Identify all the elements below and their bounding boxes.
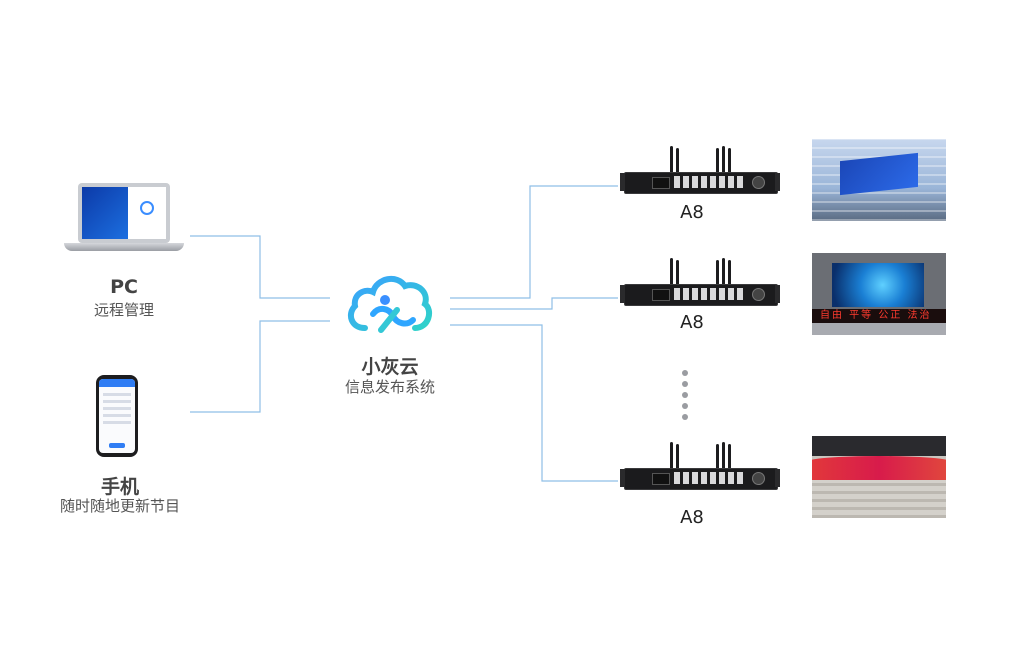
cloud-logo-icon <box>345 270 433 338</box>
pc-subtitle: 远程管理 <box>93 301 154 319</box>
led-screen-photo-1 <box>812 139 946 221</box>
connector-cloud-device3 <box>450 324 618 482</box>
connector-phone-cloud <box>190 320 330 413</box>
phone-image <box>96 375 138 457</box>
phone-title: 手机 <box>100 476 139 498</box>
led-screen-photo-3 <box>812 436 946 518</box>
phone-subtitle: 随时随地更新节目 <box>59 497 180 515</box>
more-devices-ellipsis <box>682 370 690 425</box>
device-a8-3 <box>620 442 780 490</box>
device-label-2: A8 <box>680 312 704 333</box>
connector-pc-cloud <box>190 235 330 299</box>
device-a8-1 <box>620 146 780 194</box>
led-screen-photo-2: 自由 平等 公正 法治 <box>812 253 946 335</box>
cloud-title: 小灰云 <box>361 356 419 378</box>
pc-title: PC <box>110 276 138 298</box>
device-label-1: A8 <box>680 202 704 223</box>
led-ticker-text: 自由 平等 公正 法治 <box>812 309 946 323</box>
laptop-image <box>64 183 184 263</box>
connector-cloud-device2 <box>450 297 618 310</box>
device-label-3: A8 <box>680 507 704 528</box>
device-a8-2 <box>620 258 780 306</box>
connector-cloud-device1 <box>450 185 618 299</box>
cloud-subtitle: 信息发布系统 <box>344 378 435 396</box>
